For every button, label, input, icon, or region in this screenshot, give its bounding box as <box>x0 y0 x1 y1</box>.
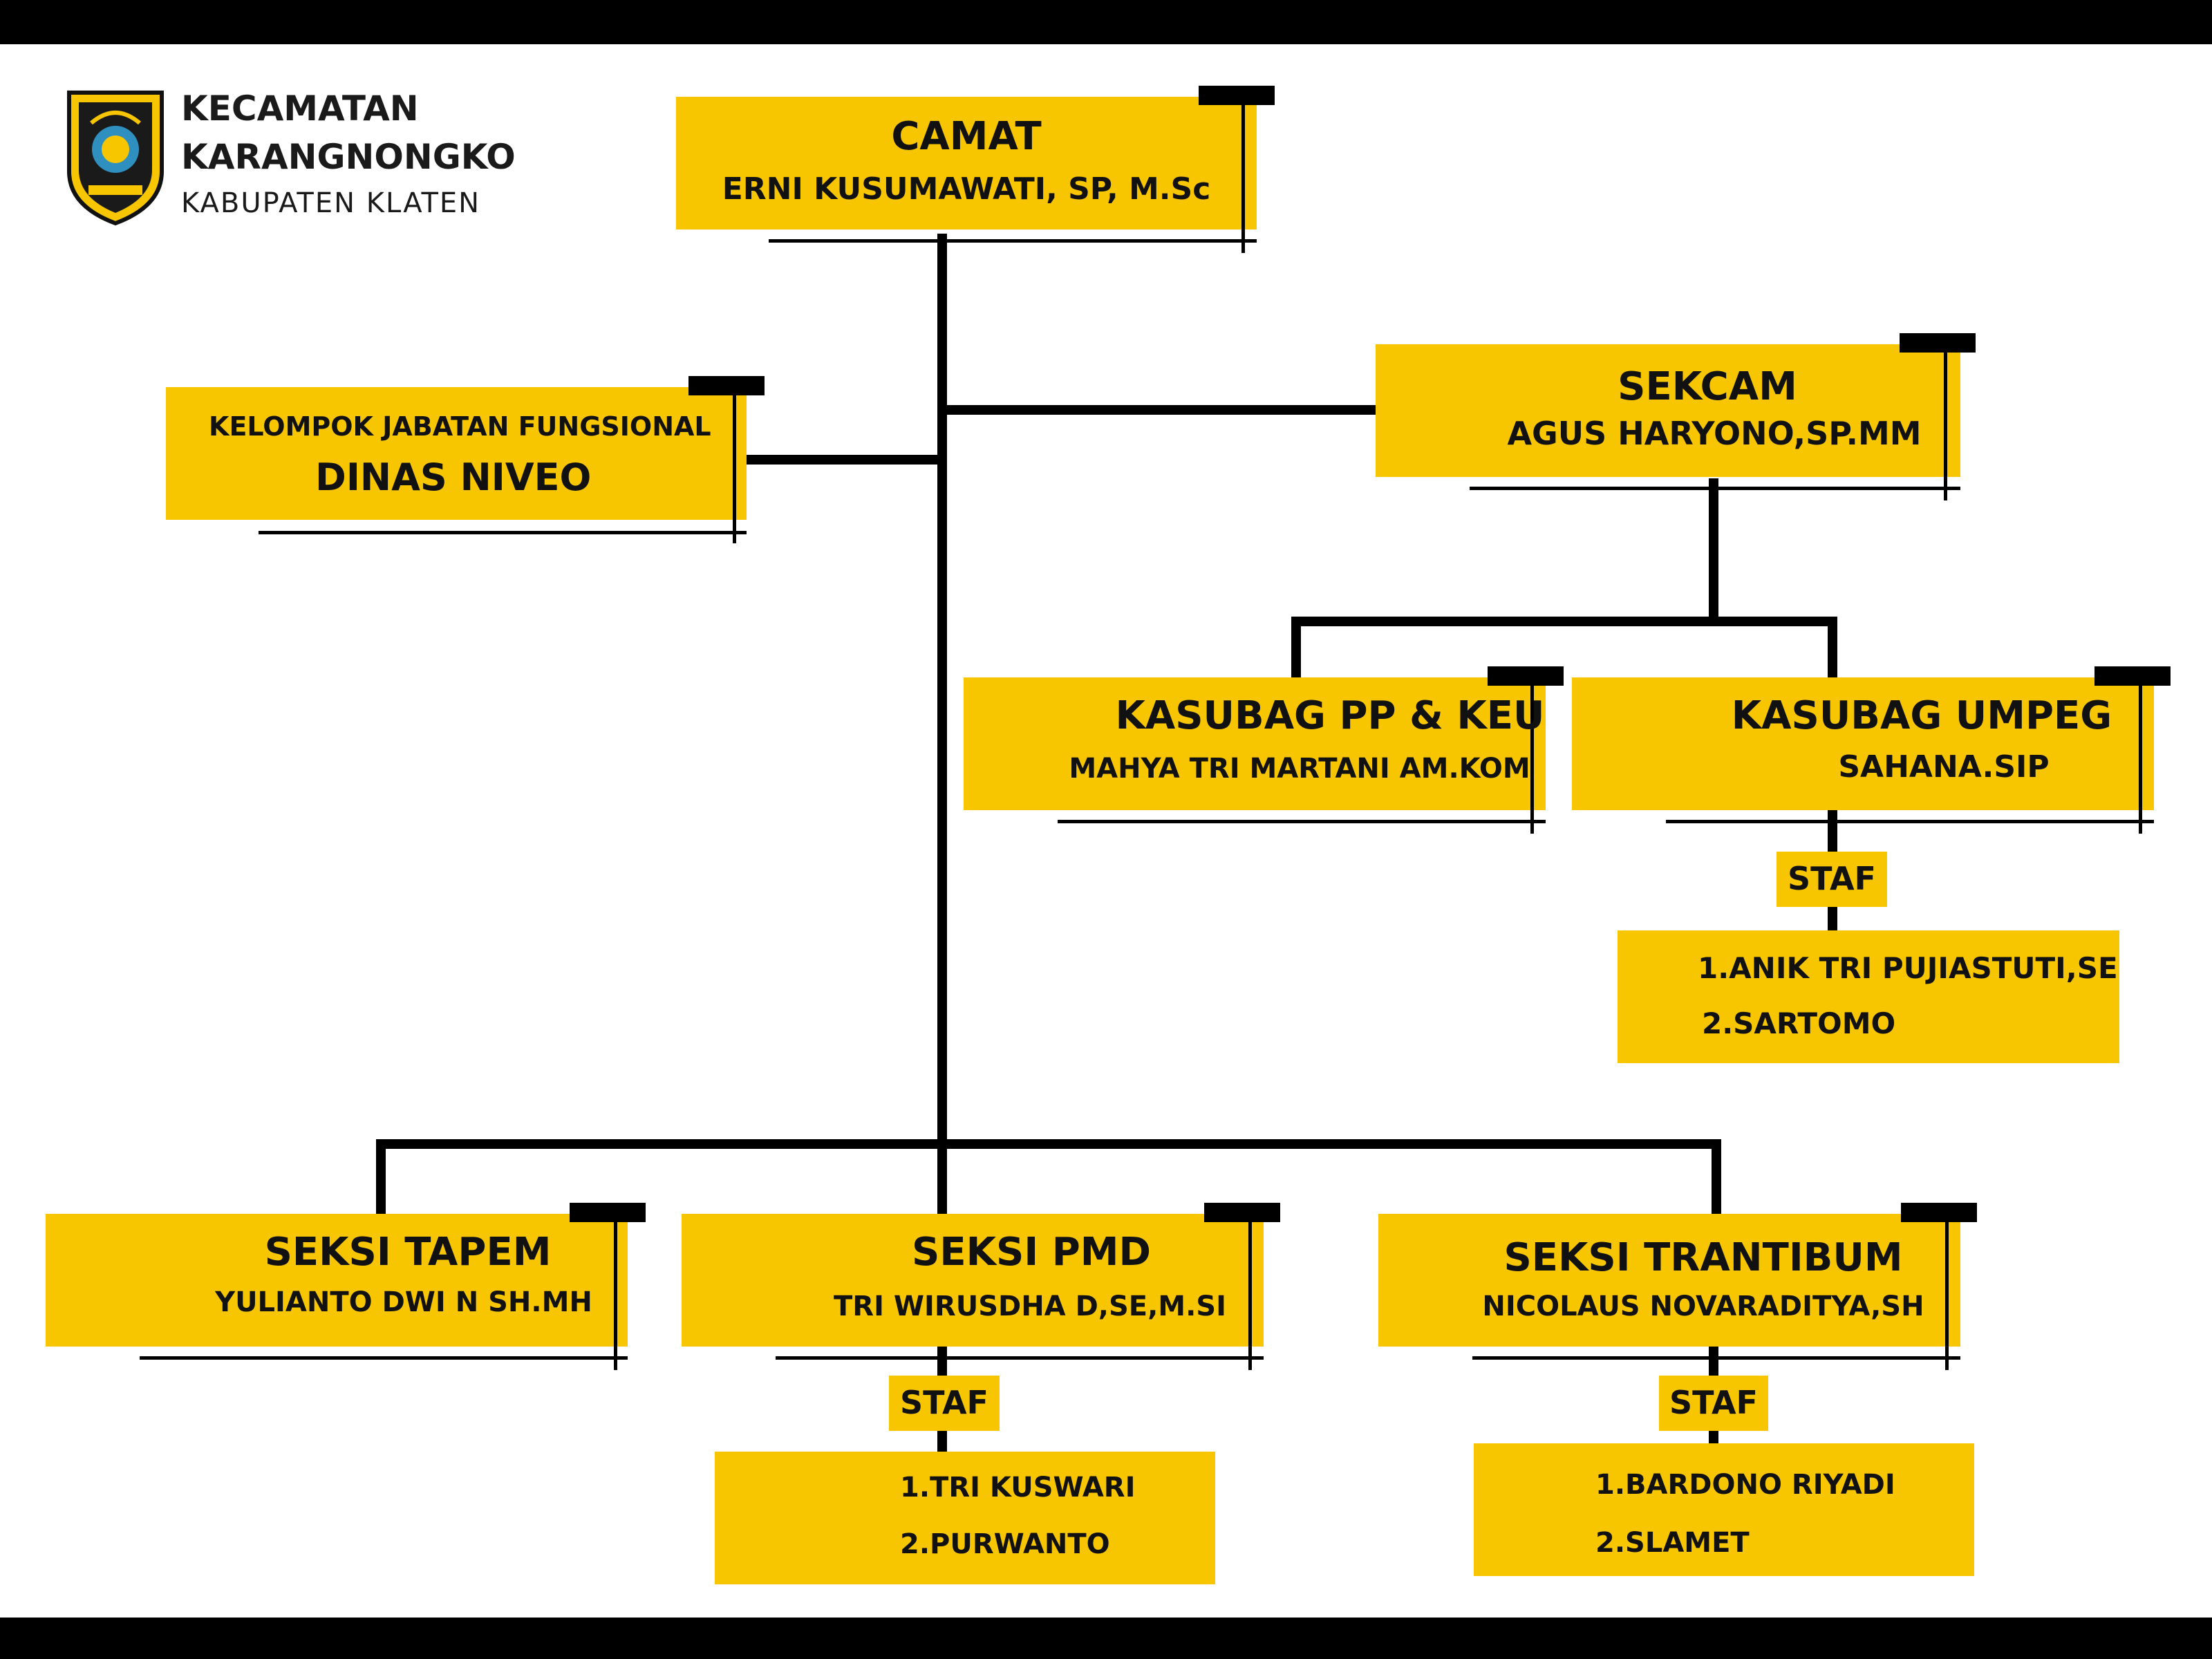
umpeg-staf-box <box>1618 930 2119 1063</box>
kasubag-umpeg-name: SAHANA.SIP <box>1838 749 2050 785</box>
pmd-staf-item-1: 1.TRI KUSWARI <box>900 1472 1136 1503</box>
seksi-pmd-box <box>682 1214 1264 1347</box>
camat-box-tab <box>1199 86 1275 105</box>
connector-to-trantibum <box>1712 1139 1721 1215</box>
fungsional-box <box>166 387 747 520</box>
seksi-tapem-box-tab <box>570 1203 646 1222</box>
fungsional-box-edge <box>733 387 736 543</box>
connector-to-kasubag-pp <box>1291 617 1301 677</box>
header-line-1: KECAMATAN <box>181 88 419 129</box>
sekcam-box-edge <box>1944 344 1947 500</box>
umpeg-staf-item-2: 2.SARTOMO <box>1702 1006 1896 1040</box>
pmd-staf-box <box>715 1452 1215 1584</box>
seksi-trantibum-box-edge <box>1945 1214 1949 1370</box>
fungsional-box-tab <box>688 376 765 395</box>
kasubag-pp-title: KASUBAG PP & KEU <box>1115 693 1545 738</box>
bottom-border <box>0 1618 2212 1659</box>
umpeg-staf-item-1: 1.ANIK TRI PUJIASTUTI,SE <box>1698 951 2118 985</box>
seksi-pmd-name: TRI WIRUSDHA D,SE,M.SI <box>834 1291 1226 1322</box>
kasubag-umpeg-box-tab <box>2094 666 2171 686</box>
pmd-staf-label: STAF <box>900 1384 988 1421</box>
trantibum-staf-box <box>1474 1443 1974 1576</box>
connector-to-kasubag-umpeg <box>1828 617 1837 677</box>
header-line-2: KARANGNONGKO <box>181 137 516 177</box>
header-line-3: KABUPATEN KLATEN <box>181 187 481 219</box>
connector-seksi-horizontal <box>376 1139 1721 1149</box>
sekcam-title: SEKCAM <box>1618 364 1797 409</box>
camat-box <box>676 97 1257 229</box>
seksi-trantibum-box-underline <box>1472 1356 1960 1360</box>
seksi-tapem-box-edge <box>614 1214 617 1370</box>
fungsional-box-underline <box>259 531 747 534</box>
camat-box-underline <box>769 239 1257 243</box>
kasubag-pp-box-underline <box>1058 820 1546 823</box>
seksi-tapem-box <box>46 1214 628 1347</box>
seksi-pmd-box-edge <box>1248 1214 1252 1370</box>
trantibum-staf-item-1: 1.BARDONO RIYADI <box>1595 1469 1895 1501</box>
umpeg-staf-label: STAF <box>1788 860 1876 897</box>
fungsional-name: DINAS NIVEO <box>315 456 592 499</box>
seksi-trantibum-box <box>1378 1214 1960 1347</box>
connector-sekcam-down <box>1709 478 1718 624</box>
sekcam-box-underline <box>1470 487 1960 490</box>
trantibum-staf-label: STAF <box>1669 1384 1758 1421</box>
kasubag-umpeg-title: KASUBAG UMPEG <box>1731 693 2112 738</box>
connector-main-trunk <box>937 234 947 1146</box>
seksi-tapem-name: YULIANTO DWI N SH.MH <box>215 1286 592 1318</box>
regency-emblem-icon <box>67 91 164 226</box>
kasubag-pp-box-tab <box>1488 666 1564 686</box>
connector-to-sekcam <box>947 405 1376 415</box>
pmd-staf-item-2: 2.PURWANTO <box>900 1528 1110 1560</box>
fungsional-title: KELOMPOK JABATAN FUNGSIONAL <box>209 411 711 442</box>
trantibum-staf-label-box <box>1659 1376 1768 1431</box>
camat-title: CAMAT <box>891 114 1042 159</box>
connector-to-fungsional <box>747 455 937 465</box>
sekcam-name: AGUS HARYONO,SP.MM <box>1507 415 1922 452</box>
seksi-pmd-box-underline <box>776 1356 1264 1360</box>
connector-kasubag-horizontal <box>1291 617 1837 626</box>
seksi-tapem-title: SEKSI TAPEM <box>264 1230 552 1275</box>
seksi-trantibum-title: SEKSI TRANTIBUM <box>1503 1235 1903 1280</box>
kasubag-umpeg-box-underline <box>1666 820 2154 823</box>
pmd-staf-label-box <box>889 1376 1000 1431</box>
umpeg-staf-label-box <box>1777 852 1887 907</box>
kasubag-pp-box-edge <box>1530 677 1534 834</box>
seksi-tapem-box-underline <box>140 1356 628 1360</box>
seksi-trantibum-box-tab <box>1901 1203 1977 1222</box>
seksi-pmd-title: SEKSI PMD <box>912 1230 1151 1275</box>
top-border <box>0 0 2212 44</box>
kasubag-pp-box <box>964 677 1546 810</box>
kasubag-umpeg-box-edge <box>2139 677 2142 834</box>
kasubag-pp-name: MAHYA TRI MARTANI AM.KOM <box>1069 753 1530 785</box>
seksi-pmd-box-tab <box>1204 1203 1280 1222</box>
kasubag-umpeg-box <box>1572 677 2154 810</box>
seksi-trantibum-name: NICOLAUS NOVARADITYA,SH <box>1482 1291 1924 1322</box>
connector-to-pmd <box>937 1139 947 1215</box>
trantibum-staf-item-2: 2.SLAMET <box>1595 1527 1750 1559</box>
camat-box-edge <box>1241 97 1245 253</box>
connector-to-tapem <box>376 1139 386 1215</box>
camat-name: ERNI KUSUMAWATI, SP, M.Sc <box>722 171 1211 207</box>
sekcam-box-tab <box>1900 333 1976 353</box>
sekcam-box <box>1376 344 1960 477</box>
